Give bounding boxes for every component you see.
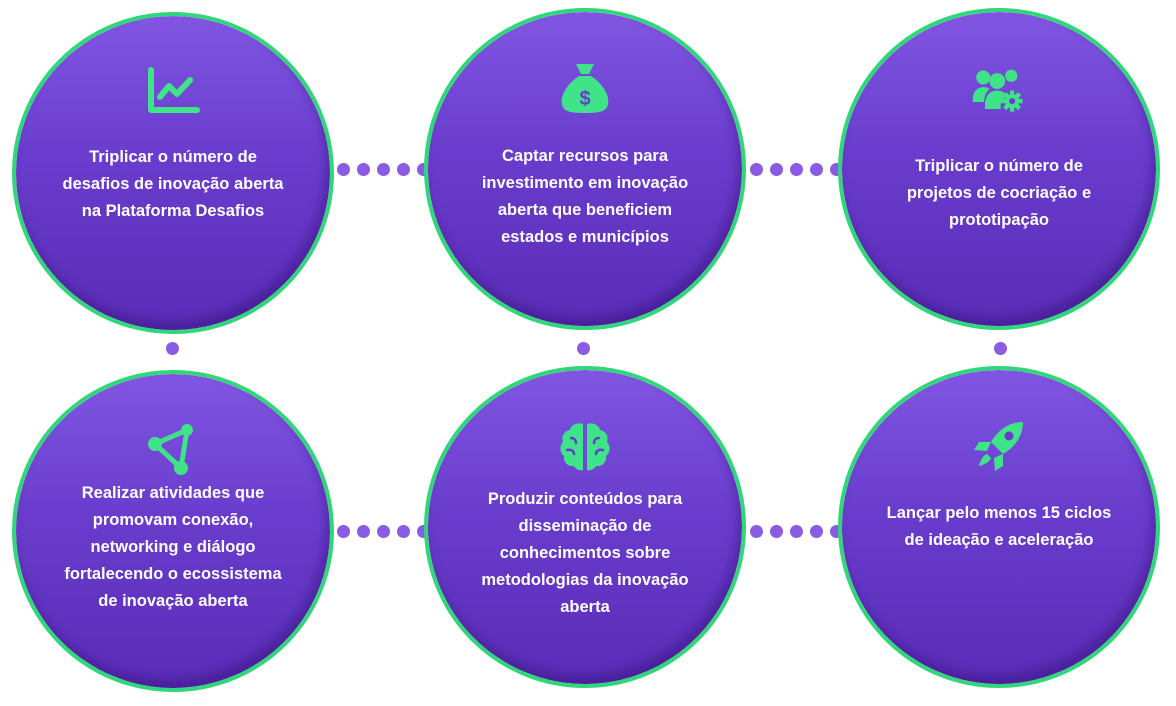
goal-text: Lançar pelo menos 15 ciclos de ideação e… [886, 504, 1112, 549]
goal-circle-fill [16, 374, 330, 688]
goal-circle-6: Lançar pelo menos 15 ciclos de ideação e… [838, 366, 1160, 688]
connector-dot [810, 163, 823, 176]
goal-circle-5: Produzir conteúdos para disseminação de … [424, 366, 746, 688]
connector-dot [377, 525, 390, 538]
goal-text: Produzir conteúdos para disseminação de … [481, 490, 689, 616]
connector-dot [397, 525, 410, 538]
goal-text: Triplicar o número de projetos de cocria… [906, 157, 1092, 229]
connector-dot [397, 163, 410, 176]
connector-dot [337, 163, 350, 176]
goal-text: Triplicar o número de desafios de inovaç… [62, 148, 284, 220]
goal-circle-fill [16, 16, 330, 330]
connector-dot [377, 163, 390, 176]
connector-dot [790, 163, 803, 176]
svg-text:$: $ [579, 88, 590, 110]
goal-circle-3: Triplicar o número de projetos de cocria… [838, 8, 1160, 330]
goal-circle-fill [842, 370, 1156, 684]
line-chart-icon [143, 62, 203, 122]
rocket-icon [969, 416, 1029, 476]
connector-dot [166, 342, 179, 355]
connector-dot [770, 163, 783, 176]
connector-dot [577, 342, 590, 355]
goal-circle-1: Triplicar o número de desafios de inovaç… [12, 12, 334, 334]
connector-dot [357, 163, 370, 176]
goal-circle-4: Realizar atividades que promovam conexão… [12, 370, 334, 692]
goal-circle-fill [842, 12, 1156, 326]
goal-circle-2: $ Captar recursos para investimento em i… [424, 8, 746, 330]
money-bag-icon: $ [555, 58, 615, 118]
connector-dot [750, 525, 763, 538]
connector-dot [750, 163, 763, 176]
goal-text: Captar recursos para investimento em ino… [481, 147, 689, 246]
goal-circle-fill [428, 370, 742, 684]
brain-icon [555, 416, 615, 476]
connector-dot [357, 525, 370, 538]
users-gear-icon [969, 58, 1029, 118]
connector-dot [790, 525, 803, 538]
network-triangle-icon [143, 420, 203, 480]
connector-dot [810, 525, 823, 538]
goal-text: Realizar atividades que promovam conexão… [64, 484, 282, 610]
connector-dot [994, 342, 1007, 355]
connector-dot [770, 525, 783, 538]
connector-dot [337, 525, 350, 538]
